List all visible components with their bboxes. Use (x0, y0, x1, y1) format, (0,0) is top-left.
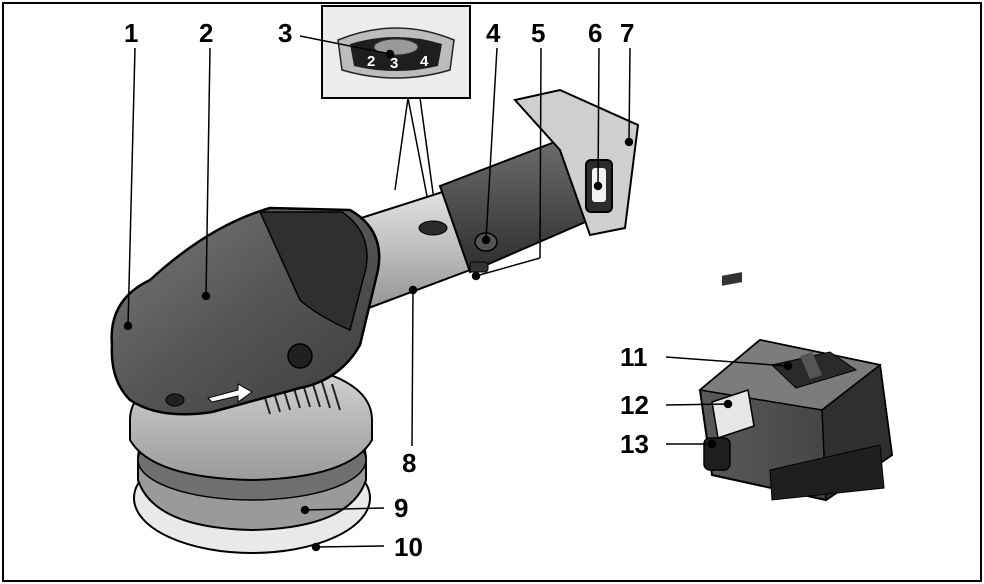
head-knob (287, 343, 313, 369)
callout-4: 4 (486, 18, 501, 48)
dial-value-2: 2 (367, 53, 375, 70)
callout-11: 11 (620, 342, 648, 372)
battery-pack (698, 272, 894, 502)
callout-5: 5 (531, 18, 545, 48)
callout-1: 1 (124, 18, 138, 48)
callout-9: 9 (394, 493, 408, 523)
callout-12: 12 (620, 390, 649, 420)
callout-2: 2 (199, 18, 213, 48)
charge-indicator (711, 389, 755, 439)
speed-wheel (418, 220, 448, 236)
callout-7: 7 (620, 18, 634, 48)
dial-value-3: 3 (390, 55, 398, 72)
battery-release-button (703, 437, 731, 471)
callout-8: 8 (402, 448, 416, 478)
callout-labels: 1 2 3 4 5 6 7 8 9 10 11 12 13 (124, 18, 649, 562)
dial-value-4: 4 (420, 53, 429, 70)
callout-3: 3 (278, 18, 292, 48)
leader-lines (123, 35, 793, 552)
callout-10: 10 (394, 532, 423, 562)
rotation-arrow (207, 383, 253, 403)
callout-13: 13 (620, 429, 649, 459)
polisher-tool (110, 88, 640, 554)
callout-6: 6 (588, 18, 602, 48)
speed-dial-inset: 2 3 4 (321, 5, 471, 99)
switch-lock (469, 261, 489, 273)
